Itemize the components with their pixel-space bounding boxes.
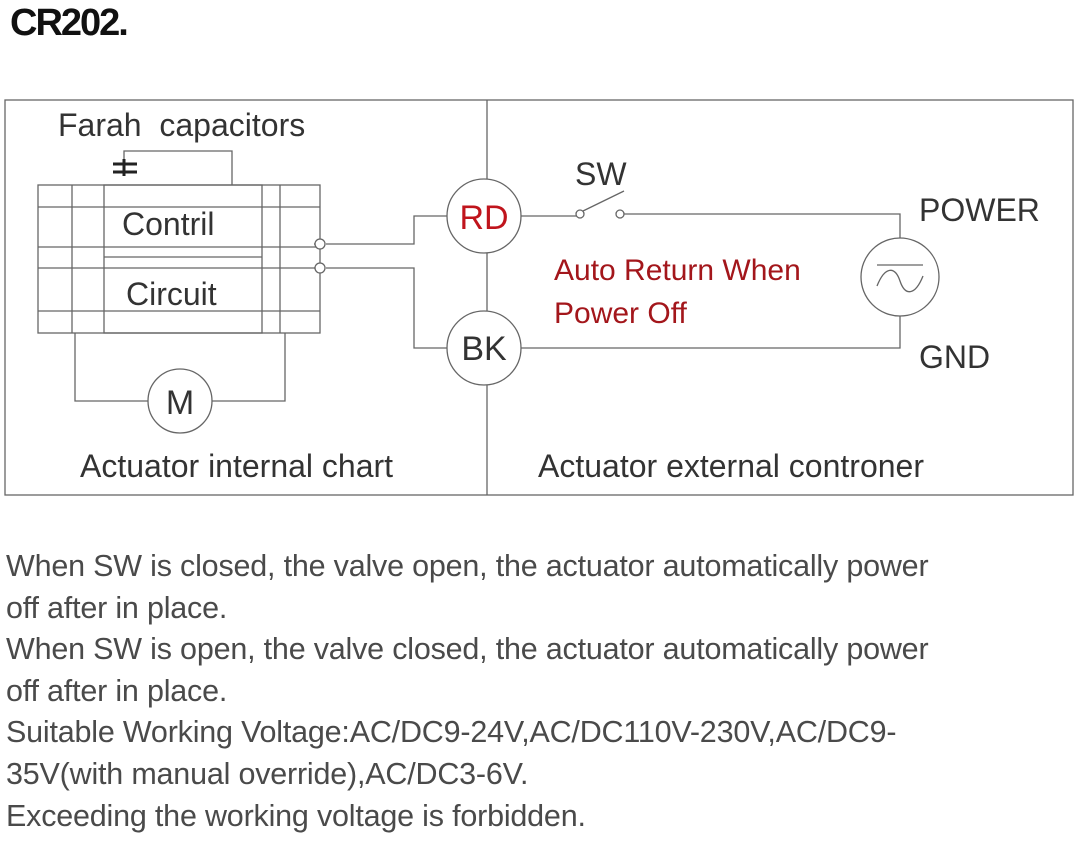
actuator-body	[37, 184, 321, 334]
switch-contact-left	[575, 209, 585, 219]
gnd-label: GND	[919, 339, 990, 375]
motor-circle	[147, 368, 213, 434]
rd-label: RD	[459, 199, 508, 237]
motor-wire-right	[212, 333, 286, 402]
motor-wire	[74, 333, 148, 402]
control-label: Contril	[122, 206, 214, 242]
circuit-label: Circuit	[126, 276, 217, 312]
bk-to-gnd-wire	[521, 316, 901, 349]
bk-label: BK	[461, 330, 507, 368]
power-label: POWER	[919, 192, 1040, 228]
capacitor-label: Farah capacitors	[58, 107, 305, 143]
rd-wire	[326, 215, 448, 245]
note-line-2: Power Off	[554, 297, 687, 330]
page-title: CR202.	[10, 2, 129, 44]
switch-lever	[582, 190, 625, 212]
switch-contact-right	[615, 209, 625, 219]
diagram-frame	[4, 99, 1074, 496]
external-caption: Actuator external controner	[538, 448, 924, 484]
description-line: When SW is closed, the valve open, the a…	[6, 549, 929, 583]
description-line: off after in place.	[6, 590, 228, 625]
switch-to-power-wire	[624, 213, 901, 238]
ac-symbol-icon	[876, 264, 924, 293]
description-line: off after in place.	[6, 673, 228, 708]
ac-source	[860, 237, 940, 317]
capacitor-wire	[123, 150, 233, 185]
description-line: Suitable Working Voltage:AC/DC9-24V,AC/D…	[6, 715, 897, 750]
terminal-rd-dot	[314, 238, 326, 250]
motor-label: M	[166, 384, 194, 422]
description-line: When SW is open, the valve closed, the a…	[6, 632, 929, 667]
sw-label: SW	[575, 156, 627, 192]
wiring-diagram: Farah capacitors Contril Circuit M SW PO…	[4, 99, 1074, 496]
internal-caption: Actuator internal chart	[80, 448, 393, 484]
description-line: Exceeding the working voltage is forbidd…	[6, 798, 586, 833]
description-text: When SW is closed, the valve open, the a…	[6, 546, 1076, 837]
bk-wire	[326, 267, 448, 349]
terminal-bk-dot	[314, 262, 326, 274]
note-line-1: Auto Return When	[554, 254, 801, 287]
description-line: 35V(with manual override),AC/DC3-6V.	[6, 756, 529, 791]
capacitor-icon	[113, 159, 137, 176]
